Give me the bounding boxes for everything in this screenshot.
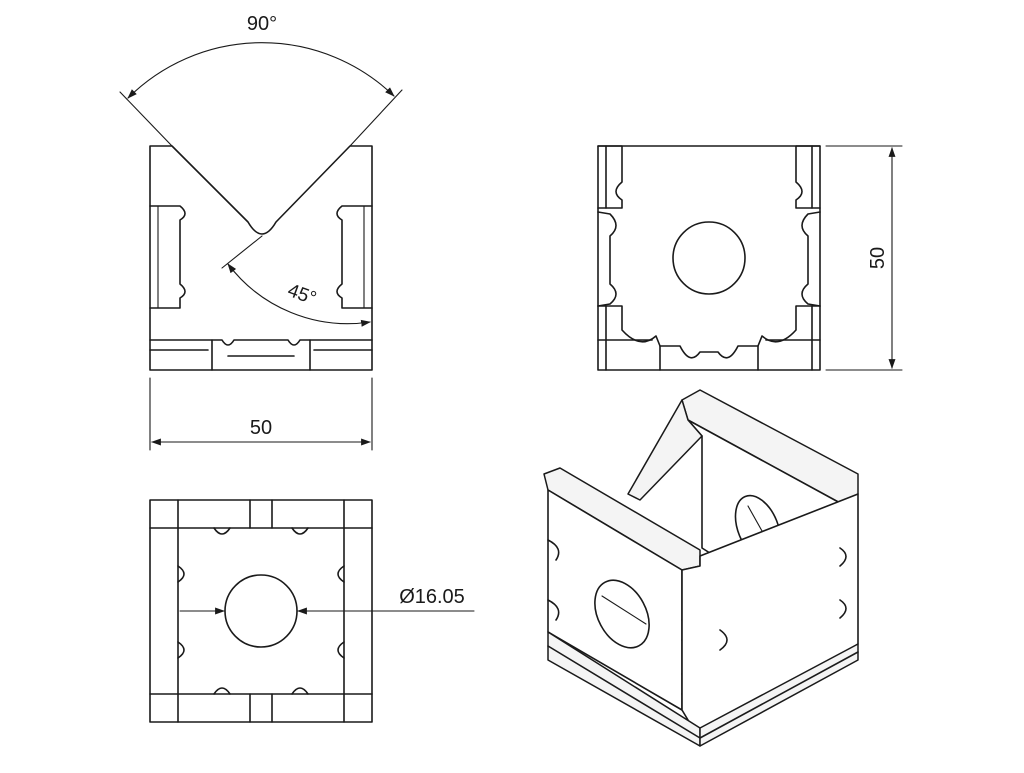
angle-90-extension-right	[349, 89, 403, 147]
angle-90-label: 90°	[247, 13, 277, 35]
top-view-notches-left	[177, 565, 185, 659]
top-view-frame-joints	[249, 499, 273, 723]
iso-back-left-edge	[627, 399, 703, 501]
side-right-tabs	[801, 211, 821, 307]
side-view	[597, 145, 821, 371]
width-label: 50	[250, 417, 272, 439]
side-left-tabs	[597, 211, 617, 307]
top-view-notches-top	[213, 527, 309, 535]
diameter-dimension: Ø16.05	[179, 586, 475, 615]
iso-front-hole	[594, 579, 650, 649]
width-dimension: 50	[149, 377, 373, 451]
side-bottom-left-post	[597, 305, 661, 371]
front-view-outline	[149, 145, 373, 371]
angle-90-dimension: 90°	[119, 13, 403, 147]
top-view	[149, 499, 373, 723]
angle-90-arc	[127, 42, 395, 99]
angle-45-dimension: 45°	[221, 235, 371, 327]
side-bottom-tab	[659, 345, 759, 359]
front-bottom-tab	[211, 339, 311, 357]
top-view-frame	[149, 499, 373, 723]
side-center-hole	[672, 221, 746, 295]
side-view-outline	[597, 145, 821, 371]
height-label: 50	[867, 247, 889, 269]
angle-45-extension	[221, 235, 263, 269]
iso-right-plate	[681, 493, 859, 741]
iso-bottom-edge	[547, 645, 859, 739]
side-top-right-post	[795, 145, 821, 209]
side-bottom-left-inner	[597, 305, 653, 371]
height-dimension: 50	[825, 145, 903, 371]
front-bottom-strip	[149, 339, 373, 371]
iso-front-notches	[547, 539, 689, 695]
angle-45-arc	[227, 263, 371, 327]
diameter-label: Ø16.05	[399, 586, 465, 608]
front-right-slot	[336, 205, 373, 309]
top-view-notches-bottom	[213, 687, 309, 695]
side-bottom-right-inner	[765, 305, 821, 371]
iso-right-notches	[719, 547, 847, 651]
top-view-notches-right	[337, 565, 345, 659]
front-left-slot	[149, 205, 186, 309]
front-view	[149, 145, 373, 371]
iso-front-hole-edge	[601, 595, 647, 625]
top-view-hole	[224, 574, 298, 648]
isometric-view	[543, 389, 859, 747]
angle-45-label: 45°	[285, 280, 319, 310]
side-top-left-post	[597, 145, 623, 209]
angle-90-extension-left	[119, 91, 173, 147]
side-bottom-right-post	[757, 305, 821, 371]
